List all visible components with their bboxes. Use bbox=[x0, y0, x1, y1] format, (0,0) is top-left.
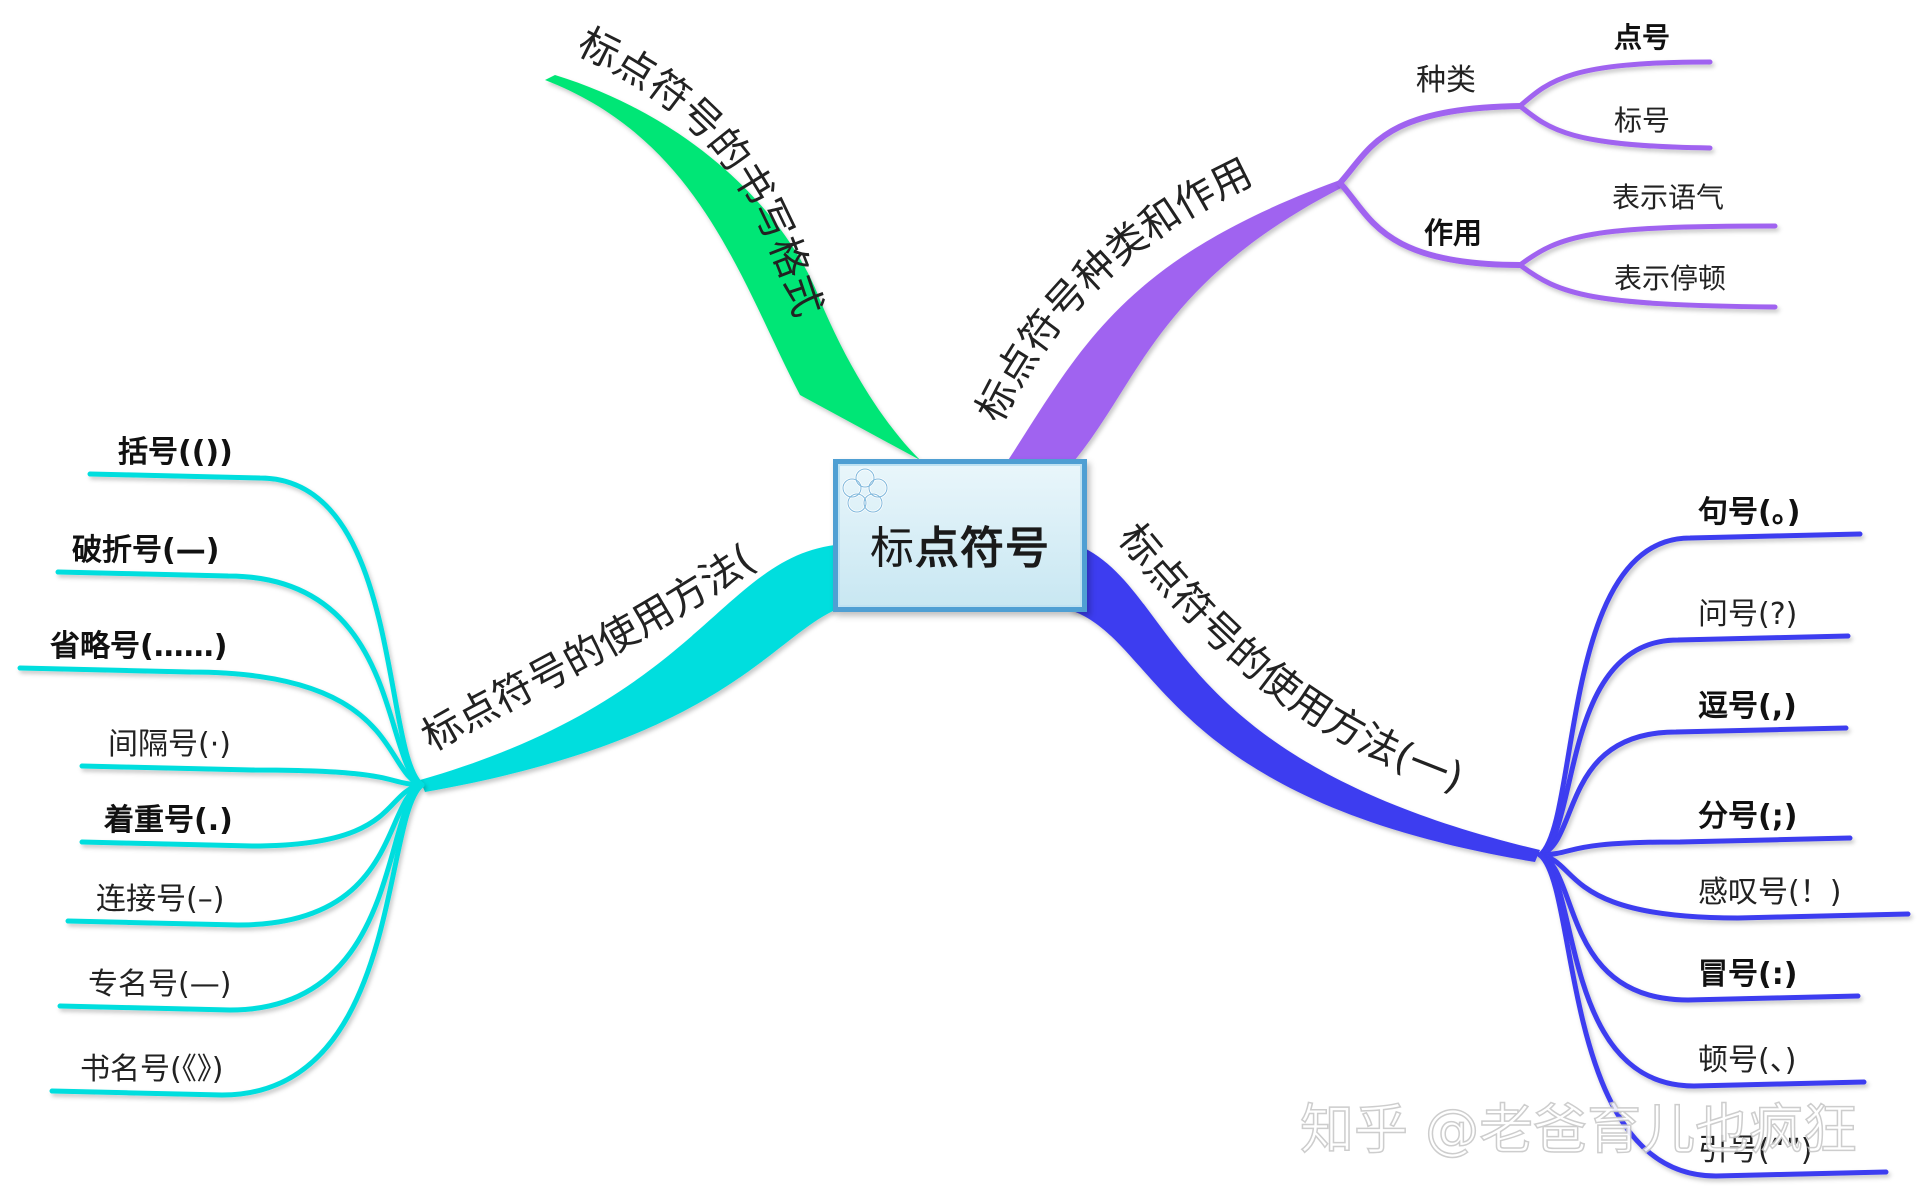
leaf-label: 逗号(,) bbox=[1698, 689, 1797, 724]
types-leaf-label-marks: 标号 bbox=[1614, 104, 1670, 137]
watermark: 知乎 @老爸育儿也疯狂 bbox=[1300, 1098, 1857, 1161]
types-group-kinds: 种类 bbox=[1416, 63, 1476, 98]
leaf-label: 破折号(—) bbox=[72, 533, 219, 568]
branch-usage2 bbox=[420, 545, 835, 792]
leaf-branch bbox=[1537, 531, 1863, 858]
leaf-label: 问号(?) bbox=[1698, 597, 1797, 632]
leaf-label: 连接号(–) bbox=[96, 882, 224, 917]
leaf-label: 书名号(《》) bbox=[80, 1052, 223, 1087]
branch-format bbox=[545, 75, 920, 460]
usage2-leaf-labels: 括号(()) 破折号(—) 省略号(……) 间隔号(·) 着重号(.) 连接号(–) 专名号… bbox=[50, 435, 233, 1087]
leaf-branch bbox=[87, 471, 425, 788]
branch-types bbox=[1005, 180, 1345, 465]
types-leaf-tone: 表示语气 bbox=[1612, 181, 1724, 214]
central-topic-label: 标点符号 bbox=[870, 523, 1050, 574]
leaf-branch bbox=[79, 782, 425, 849]
leaf-label: 顿号(、) bbox=[1698, 1043, 1796, 1078]
types-leaf-point-marks: 点号 bbox=[1614, 21, 1670, 54]
leaf-branch bbox=[17, 665, 425, 788]
leaf-branch bbox=[1537, 633, 1851, 858]
types-leaf-pause: 表示停顿 bbox=[1614, 262, 1726, 295]
usage1-leaf-branches bbox=[1537, 531, 1911, 1179]
leaf-branch bbox=[49, 782, 425, 1098]
central-topic[interactable]: 标点符号 bbox=[833, 459, 1087, 612]
leaf-label: 感叹号(！) bbox=[1698, 875, 1841, 910]
leaf-label: 着重号(.) bbox=[104, 803, 233, 838]
leaf-branch bbox=[1537, 725, 1849, 858]
usage1-leaf-labels: 句号(。) 问号(?) 逗号(,) 分号(;) 感叹号(！) 冒号(:) 顿号(、) 引号(“… bbox=[1698, 495, 1841, 1168]
leaf-branch bbox=[1537, 852, 1911, 921]
leaf-label: 句号(。) bbox=[1698, 495, 1800, 530]
leaf-branch bbox=[1537, 852, 1889, 1179]
types-group-functions: 作用 bbox=[1424, 216, 1482, 250]
branch-usage1 bbox=[1070, 545, 1540, 862]
leaf-branch bbox=[1537, 852, 1861, 1003]
usage2-leaf-branches bbox=[17, 471, 425, 1098]
types-sub-branches bbox=[1337, 59, 1778, 310]
leaf-label: 分号(;) bbox=[1698, 799, 1797, 834]
leaf-label: 省略号(……) bbox=[50, 629, 227, 664]
leaf-label: 冒号(:) bbox=[1698, 957, 1797, 992]
leaf-label: 间隔号(·) bbox=[108, 727, 231, 762]
leaf-branch bbox=[1537, 835, 1853, 858]
leaf-branch bbox=[55, 569, 425, 788]
flower-icon bbox=[841, 467, 889, 514]
leaf-label: 括号(()) bbox=[118, 435, 233, 470]
leaf-label: 引号(“”) bbox=[1698, 1133, 1813, 1168]
leaf-branch bbox=[79, 763, 425, 788]
leaf-branch bbox=[65, 782, 425, 928]
leaf-label: 专名号(—) bbox=[88, 967, 231, 1002]
